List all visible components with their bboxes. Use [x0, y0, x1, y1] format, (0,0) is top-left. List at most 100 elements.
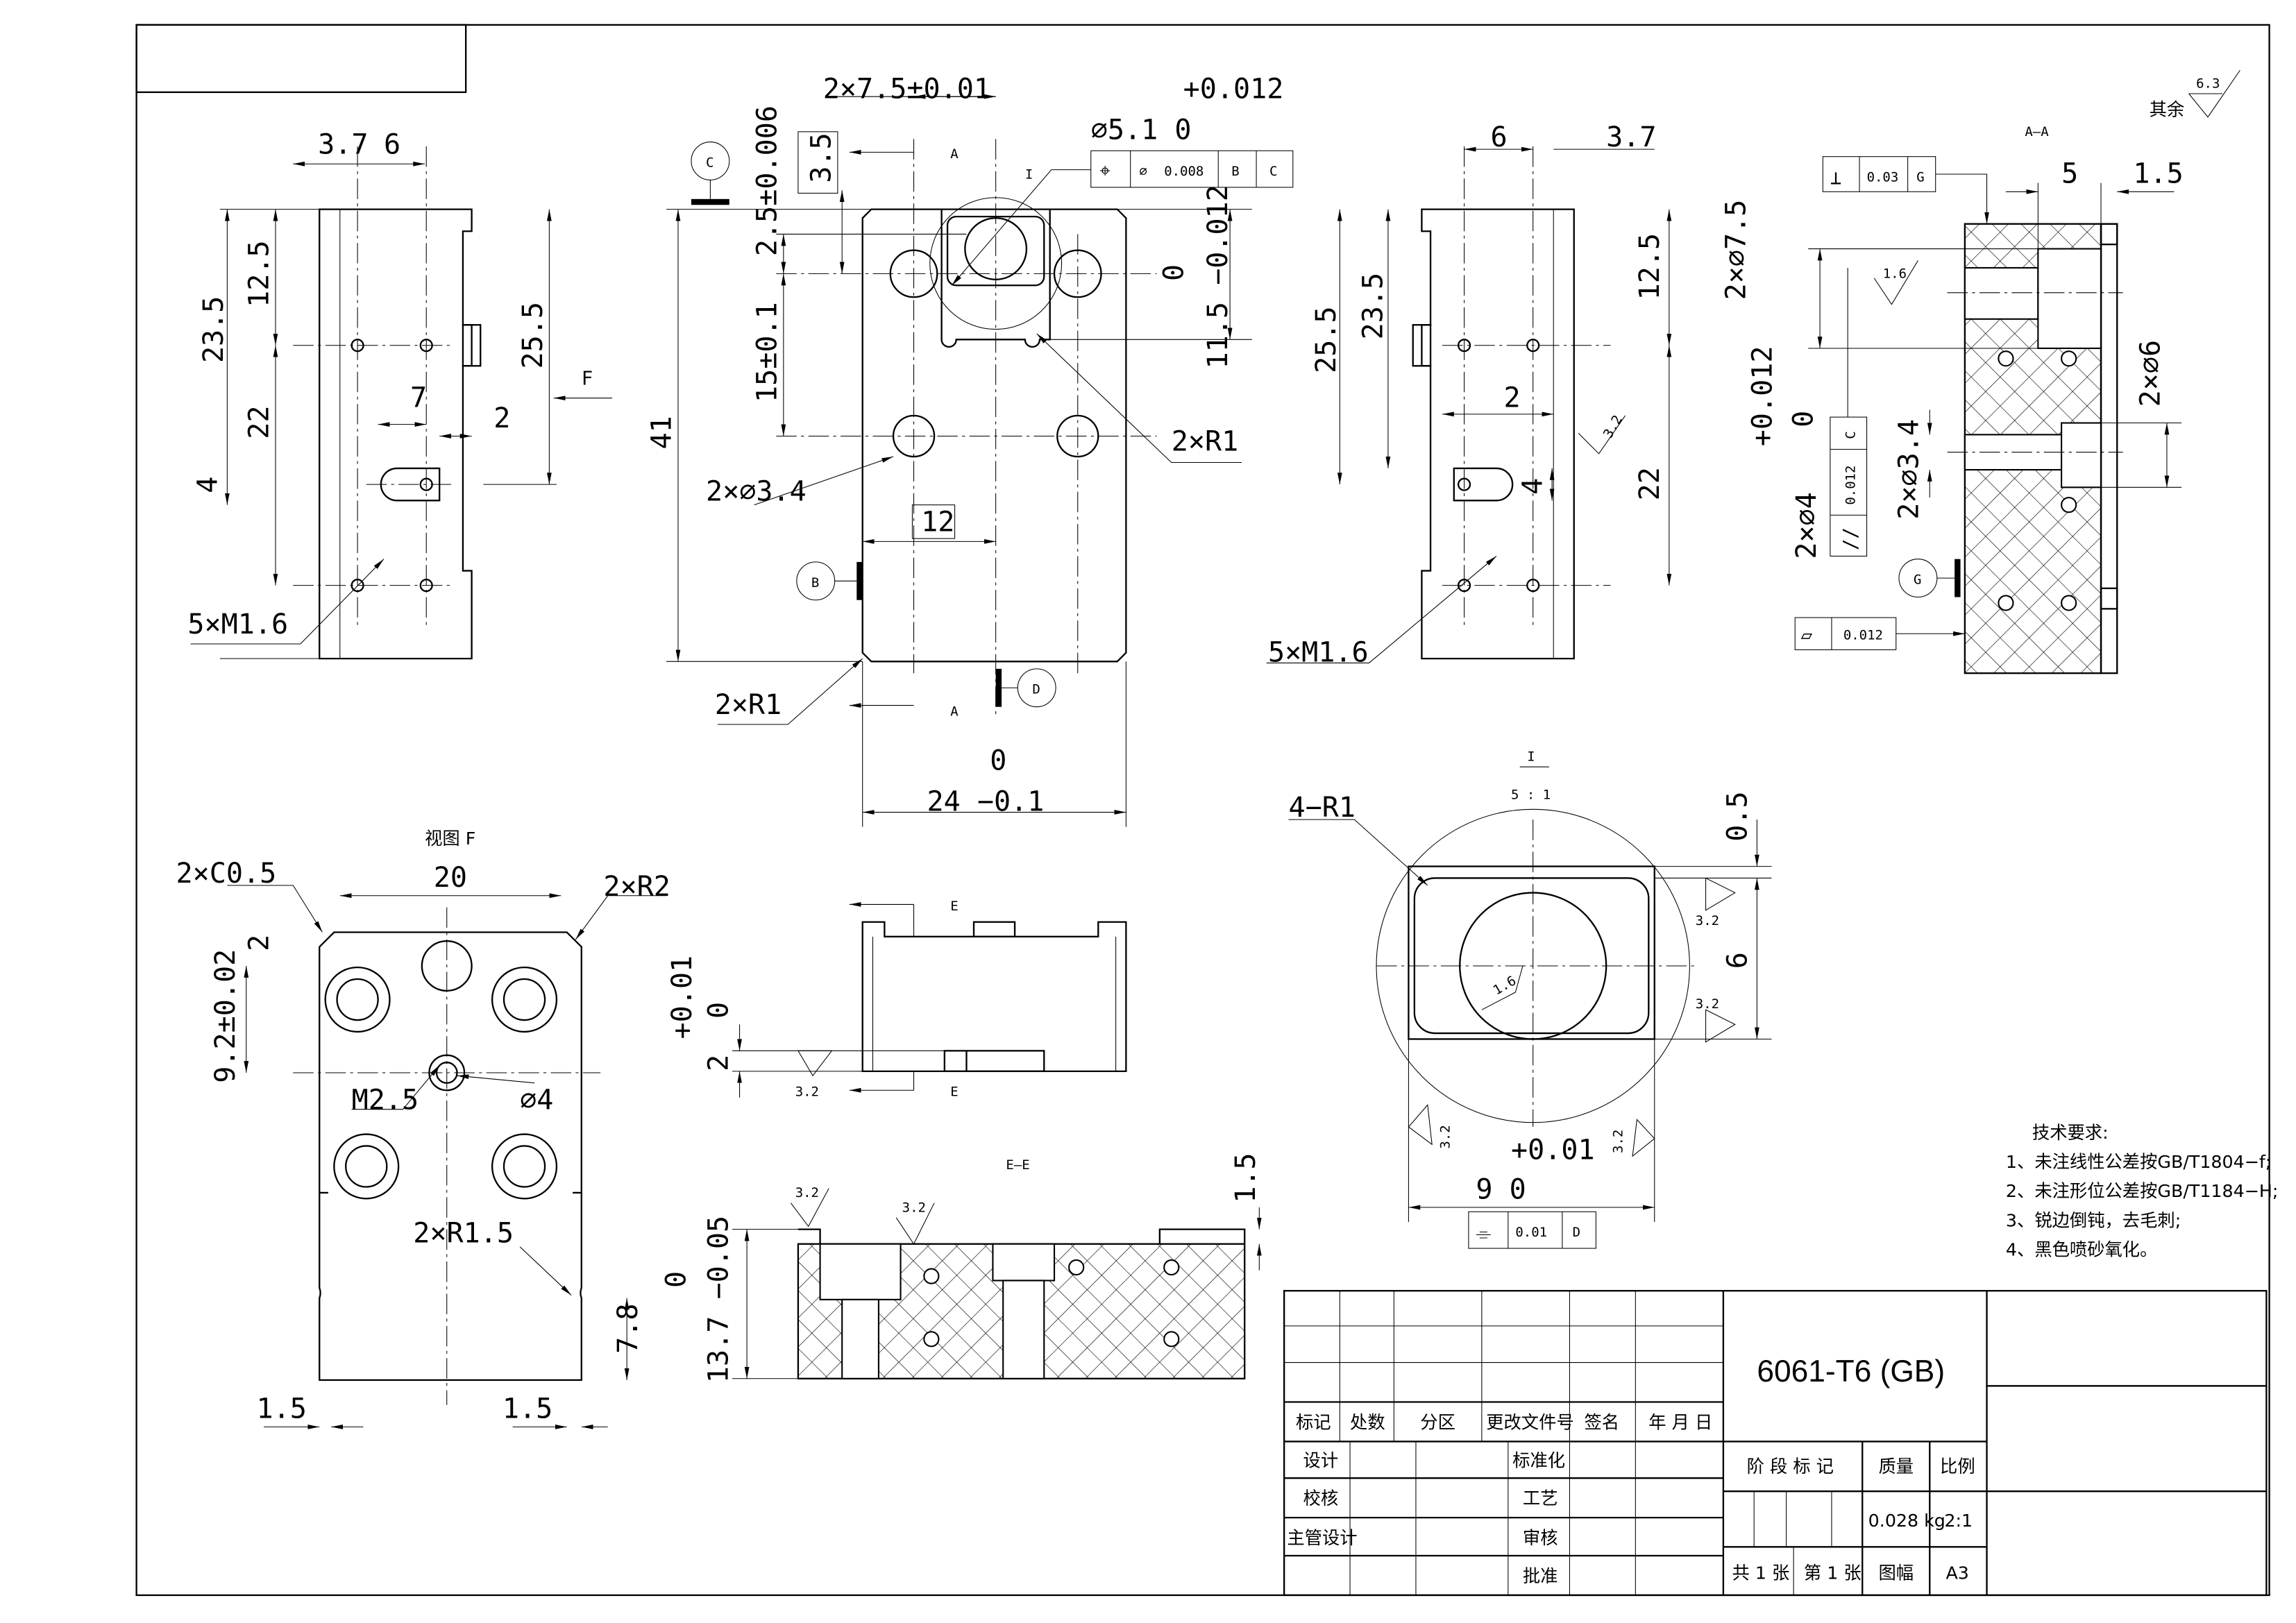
roughness-3-2: 3.2	[795, 1085, 819, 1100]
view-f-arrow-label: F	[582, 368, 593, 390]
dim-0-5: 0.5	[1722, 791, 1754, 841]
datum-c: C	[691, 142, 730, 205]
dim-3-7: 3.7	[1606, 121, 1656, 153]
fcf-datum-c: C	[1269, 164, 1277, 179]
dim-5xm1-6: 5×M1.6	[1268, 636, 1369, 668]
tech-req-item: 2、未注形位公差按GB/T1184−H;	[2006, 1181, 2279, 1201]
parallel-datum: C	[1843, 431, 1859, 439]
fcf-datum-b: B	[1231, 164, 1239, 179]
symmetry-frame: ⌯ 0.01 D	[1468, 1211, 1596, 1249]
dim-13-7: 13.7 −0.05	[703, 1216, 735, 1383]
datum-d: D	[995, 668, 1056, 708]
header-signature: 签名	[1585, 1412, 1620, 1432]
roughness-label: 其余	[2150, 100, 2185, 120]
diameter-zone: ∅	[1139, 164, 1147, 179]
dim-15: 15±0.1	[751, 302, 783, 402]
roughness-1-6: 1.6	[1490, 973, 1519, 998]
symmetry-value: 0.01	[1515, 1225, 1547, 1240]
section-a-label-bottom: A	[950, 704, 959, 719]
scale-value: 2:1	[1944, 1511, 1973, 1531]
header-mark: 标记	[1296, 1412, 1331, 1432]
surface-roughness-default: 其余 6.3	[2150, 69, 2240, 120]
dim-7: 7	[410, 382, 427, 414]
role-check: 校核	[1303, 1488, 1339, 1509]
dim-2xdia-7-5: 2×∅7.5	[1721, 200, 1753, 300]
roughness-3-2-b: 3.2	[1696, 996, 1719, 1012]
dim-22: 22	[243, 405, 275, 439]
detail-i-marker: I	[1025, 167, 1033, 182]
sheet-size: A3	[1945, 1563, 1968, 1583]
header-date: 年 月 日	[1648, 1412, 1712, 1432]
drawing-frame	[135, 24, 2270, 1597]
dim-6: 6	[1491, 121, 1508, 153]
datum-g-label: G	[1914, 572, 1921, 588]
dim-23-5: 23.5	[1357, 273, 1389, 339]
header-count: 处数	[1350, 1412, 1385, 1432]
dim-tol-zero: 0	[1788, 411, 1820, 427]
dim-2xr2: 2×R2	[603, 871, 670, 903]
datum-c-label: C	[706, 155, 714, 170]
roughness-3-2-a: 3.2	[795, 1185, 819, 1200]
mass-label: 质量	[1878, 1456, 1914, 1477]
dim-11-5: 11.5 −0.012	[1202, 185, 1234, 368]
roughness-3-2-d: 3.2	[1610, 1130, 1626, 1153]
flatness-frame: ▱ 0.012	[1794, 617, 1965, 650]
tech-req-item: 4、黑色喷砂氧化。	[2006, 1240, 2157, 1260]
parallel-symbol: //	[1840, 527, 1862, 550]
role-standardization: 标准化	[1512, 1450, 1565, 1470]
dim-7-8: 7.8	[612, 1304, 644, 1354]
dim-2: 2	[1504, 382, 1521, 414]
dim-4: 4	[192, 477, 224, 493]
roughness-3-2-c: 3.2	[1437, 1125, 1453, 1148]
technical-requirements: 技术要求: 1、未注线性公差按GB/T1804−f; 2、未注形位公差按GB/T…	[2006, 1123, 2279, 1260]
dim-9: 9 0	[1476, 1173, 1526, 1205]
roughness-3-2: 3.2	[1601, 413, 1626, 441]
dim-25-5: 25.5	[517, 302, 549, 368]
side-view-right: 6 3.7 25.5 23.5 12.5 2 4 22 3.2 5×M1.6	[1266, 121, 1672, 668]
perpendicularity-frame: ⊥ 0.03 G	[1822, 156, 1989, 224]
dim-2: 2	[243, 935, 275, 951]
dim-24: 24 −0.1	[927, 785, 1045, 817]
dim-dia-5-1: ∅5.1 0	[1091, 114, 1192, 146]
sheet-size-label: 图幅	[1878, 1563, 1914, 1583]
dim-tol-upper: +0.01	[1511, 1134, 1595, 1166]
dim-m2-5: M2.5	[352, 1085, 419, 1116]
section-a-label-top: A	[950, 146, 959, 162]
fcf-value: 0.008	[1164, 164, 1204, 179]
datum-g: G	[1898, 559, 1961, 598]
role-design: 设计	[1303, 1450, 1339, 1470]
dim-1-5: 1.5	[1230, 1153, 1262, 1203]
material-name: 6061-T6 (GB)	[1757, 1354, 1945, 1388]
role-approve: 批准	[1523, 1566, 1558, 1586]
role-chief-design: 主管设计	[1287, 1528, 1357, 1548]
detail-i-title: I	[1527, 749, 1535, 765]
side-view-left: 3.7 6 23.5 12.5 22 4 25.5 7 2 F 5×M1.6	[187, 128, 613, 660]
dim-2-5: 2.5±0.006	[751, 105, 783, 256]
roughness-3-2-a: 3.2	[1696, 913, 1719, 928]
dim-23-5: 23.5	[198, 296, 230, 363]
dim-2xdia-6: 2×∅6	[2134, 340, 2166, 407]
dim-6: 6	[1722, 952, 1754, 969]
dim-24-tol-zero: 0	[990, 745, 1006, 776]
roughness-3-2-b: 3.2	[902, 1200, 926, 1215]
dim-tol-zero: 0	[1158, 264, 1190, 281]
dim-4: 4	[1517, 478, 1548, 495]
symmetry-datum: D	[1573, 1225, 1580, 1240]
perpendicular-symbol: ⊥	[1830, 168, 1842, 189]
stage-mark-label: 阶 段 标 记	[1747, 1456, 1834, 1477]
dim-dia-4: ∅4	[520, 1085, 553, 1116]
tech-req-item: 3、锐边倒钝，去毛刺;	[2006, 1210, 2181, 1230]
dim-tol-zero: 0	[661, 1271, 693, 1288]
section-a-a: A—A ⊥ 0.03 G C 0.012 // ▱ 0.012 G	[1721, 124, 2184, 674]
dim-1-5: 1.5	[2133, 158, 2183, 190]
dim-tol-upper: +0.012	[1746, 346, 1778, 447]
dim-12-5: 12.5	[1634, 233, 1666, 300]
dim-12-5: 12.5	[243, 240, 275, 307]
dim-20: 20	[434, 862, 467, 894]
view-e: E E +0.01 0 2 3.2	[666, 899, 1127, 1100]
dim-3-7: 3.7	[318, 128, 368, 160]
dim-tol-zero: 0	[703, 1002, 735, 1019]
dim-2: 2	[703, 1055, 735, 1071]
dim-2xdia-3-4: 2×∅3.4	[1893, 419, 1925, 520]
